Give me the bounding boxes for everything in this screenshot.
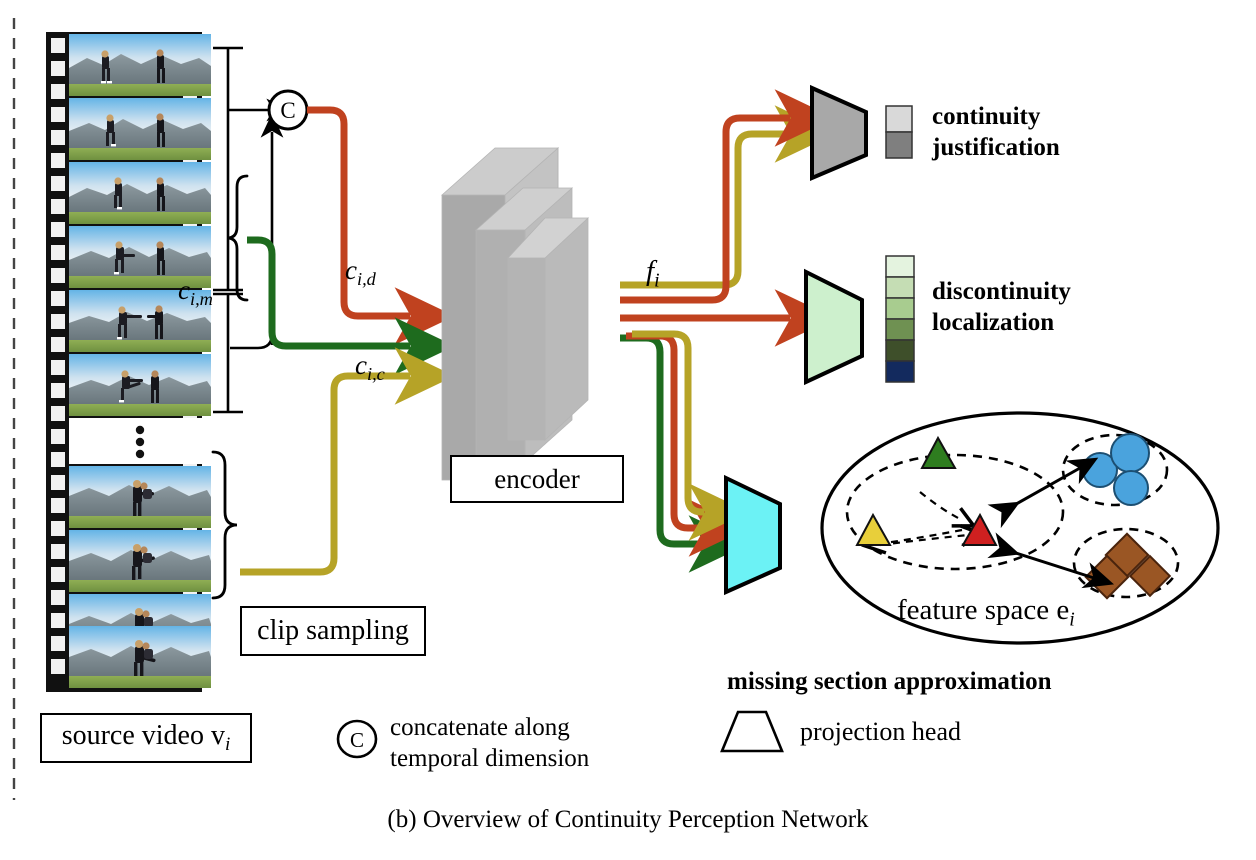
encoder-label: encoder <box>494 463 580 494</box>
wire-out-red-continuity <box>620 89 835 304</box>
discontinuity-localization-head <box>804 268 864 386</box>
film-frame-6 <box>69 354 211 416</box>
film-frame-5 <box>69 290 211 352</box>
continuity-justification-title: continuity justification <box>932 103 1060 161</box>
feature-space <box>820 411 1220 645</box>
legend-concat-icon: C <box>336 719 378 759</box>
film-frame-8 <box>69 530 211 592</box>
continuity-justification-head <box>810 84 868 182</box>
discontinuity-localization-title: discontinuity localization <box>932 278 1071 336</box>
source-video-label: source video vi <box>61 719 231 756</box>
projection-head-legend-label: projection head <box>800 717 961 746</box>
wire-c-i-d <box>307 106 455 345</box>
wire-c-i-c <box>240 347 455 576</box>
wire-c-i-m <box>247 236 455 375</box>
legend-projection-head-icon <box>720 710 784 753</box>
svg-text:C: C <box>350 728 364 752</box>
wire-out-gold-projection <box>632 330 749 541</box>
film-frame-7 <box>69 466 211 528</box>
range-bracket-full <box>213 46 243 414</box>
concat-legend-text: concatenate along temporal dimension <box>390 714 590 773</box>
continuity-justification-bar <box>885 105 913 159</box>
wire-out-red-projection <box>626 332 749 557</box>
source-video-box: source video vi <box>40 713 252 763</box>
film-frame-1 <box>69 34 211 96</box>
curly-brace-clip-sampling <box>211 450 238 600</box>
missing-section-approximation-title: missing section approximation <box>727 668 1052 695</box>
svg-text:C: C <box>280 98 295 123</box>
figure-caption: (b) Overview of Continuity Perception Ne… <box>387 806 869 833</box>
film-frame-4 <box>69 226 211 288</box>
label-c-i-c: ci,c <box>355 350 385 384</box>
projection-head-cyan <box>724 474 782 596</box>
film-frame-2 <box>69 98 211 160</box>
concat-node: C <box>228 89 309 350</box>
label-f-i: fi <box>646 255 660 292</box>
yellow-triangle <box>855 512 892 546</box>
green-triangle <box>920 435 957 469</box>
label-c-i-m: ci,m <box>178 275 213 309</box>
clip-sampling-label: clip sampling <box>257 615 409 646</box>
film-frame-3 <box>69 162 211 224</box>
encoder-block <box>440 147 590 481</box>
discontinuity-localization-bar <box>885 255 915 383</box>
encoder-label-box: encoder <box>450 455 624 503</box>
vertical-ellipsis <box>135 425 145 459</box>
curly-brace-missing <box>226 174 249 302</box>
label-c-i-d: ci,d <box>345 255 376 289</box>
wire-out-gold-continuity <box>620 105 835 289</box>
film-strip <box>46 32 211 692</box>
film-frame-10 <box>69 626 211 688</box>
clip-sampling-box: clip sampling <box>240 606 426 656</box>
feature-space-label: feature space ei <box>897 594 1075 631</box>
